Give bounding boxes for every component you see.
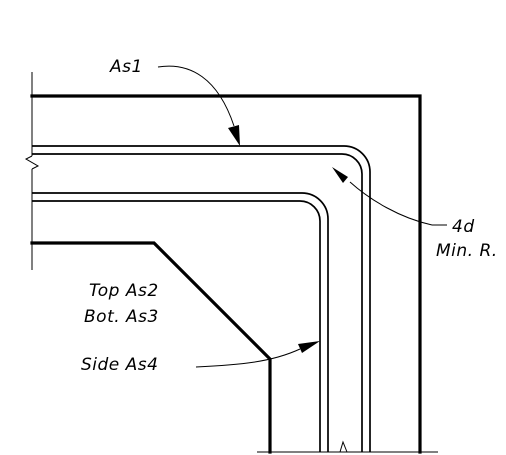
inner-bar-top-edge [32,192,329,452]
arrowhead-radius [332,167,348,183]
outer-concrete-outline [30,94,422,454]
break-line-symbol [24,155,40,170]
label-side-bar: Side As4 [81,355,158,375]
inner-bar-bottom-edge [32,200,321,452]
outer-bar-as1-bottom-edge [32,153,363,452]
label-radius-value: 4d [452,217,475,237]
arrowhead-as1 [228,125,240,146]
leader-radius [349,181,433,226]
wall-break-symbol [339,440,348,453]
label-as1: As1 [109,57,143,77]
arrowhead-inner-bar [298,341,320,353]
label-radius-note: Min. R. [436,241,498,261]
leader-inner-bar [195,348,301,368]
label-bot-bar: Bot. As3 [84,307,159,327]
outer-bar-as1-top-edge [32,145,371,452]
label-top-bar: Top As2 [89,281,159,301]
inner-concrete-outline [30,241,272,454]
leader-as1 [157,65,235,127]
